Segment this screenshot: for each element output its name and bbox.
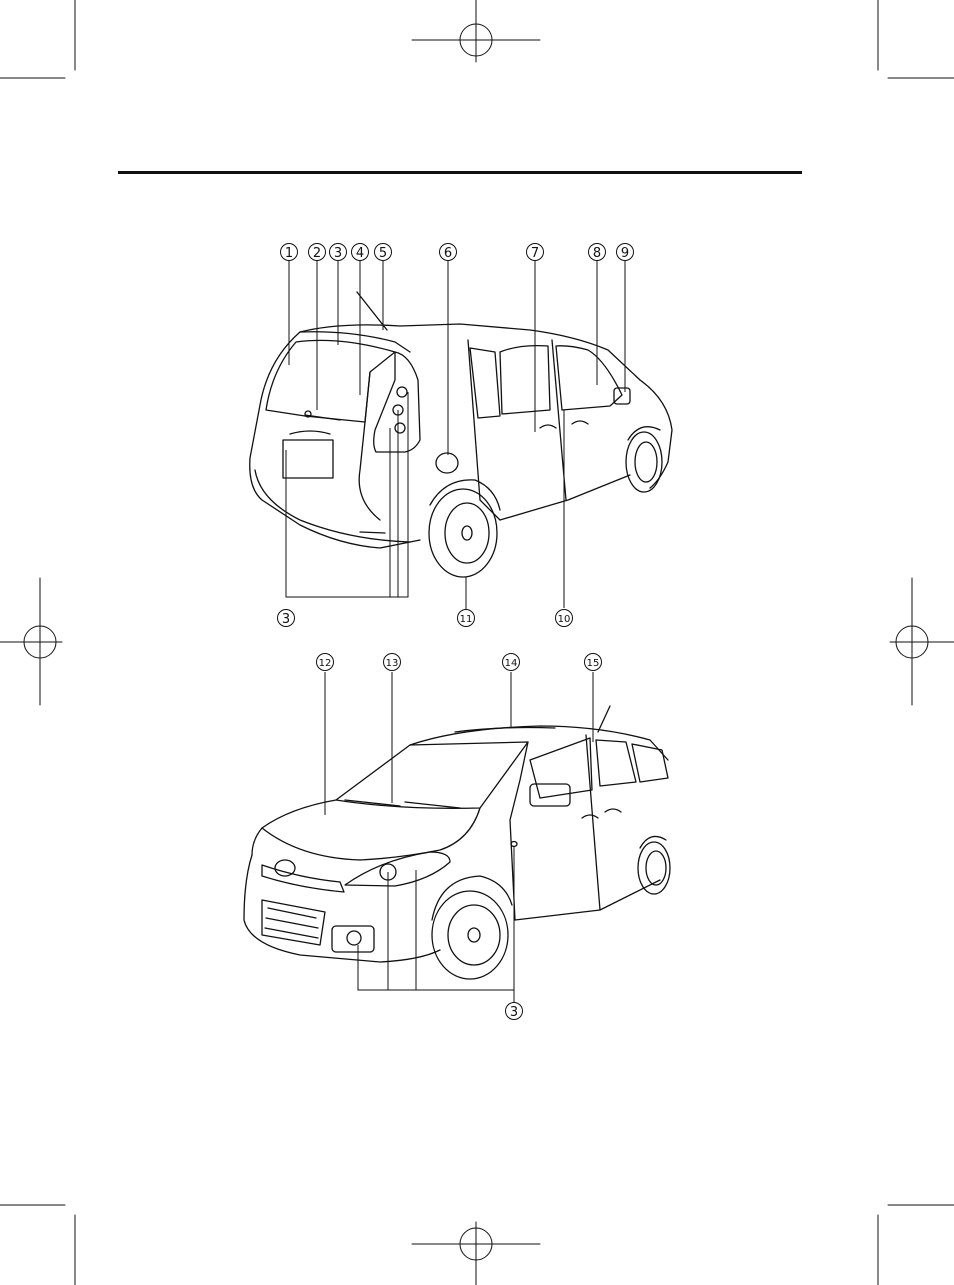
registration-mark-bottom: [412, 1222, 540, 1285]
front-vehicle-illustration: [244, 706, 670, 979]
svg-text:9: 9: [621, 246, 629, 261]
callouts-bottom: 12 13 14 15 3: [317, 654, 602, 1021]
callout-1: 1: [281, 244, 298, 262]
svg-text:8: 8: [593, 246, 601, 261]
registration-mark-right: [890, 578, 954, 705]
callout-3-front: 3: [506, 1003, 523, 1021]
callout-8: 8: [589, 244, 606, 262]
svg-text:7: 7: [531, 246, 539, 261]
svg-text:12: 12: [319, 658, 332, 669]
rear-vehicle-illustration: [250, 292, 672, 577]
header-rule: [118, 171, 802, 174]
svg-text:14: 14: [505, 658, 518, 669]
svg-text:3: 3: [282, 612, 290, 627]
callout-2: 2: [309, 244, 326, 262]
callout-6: 6: [440, 244, 457, 262]
callout-5: 5: [375, 244, 392, 262]
svg-text:1: 1: [285, 246, 293, 261]
callout-3: 3: [330, 244, 347, 262]
svg-text:2: 2: [313, 246, 321, 261]
svg-text:13: 13: [386, 658, 399, 669]
callout-15: 15: [585, 654, 602, 671]
svg-text:3: 3: [334, 246, 342, 261]
registration-mark-left: [0, 578, 62, 705]
callout-4: 4: [352, 244, 369, 262]
svg-text:11: 11: [460, 614, 473, 625]
callout-3-lower: 3: [278, 610, 295, 628]
svg-text:4: 4: [356, 246, 364, 261]
callouts-top: 1 2 3 4 5 6 7 8 9 3 11 10: [278, 244, 634, 628]
svg-text:10: 10: [558, 614, 571, 625]
svg-text:5: 5: [379, 246, 387, 261]
callout-11: 11: [458, 610, 475, 627]
svg-text:6: 6: [444, 246, 452, 261]
registration-mark-top: [412, 0, 540, 62]
svg-text:15: 15: [587, 658, 600, 669]
callout-7: 7: [527, 244, 544, 262]
callout-13: 13: [384, 654, 401, 671]
callout-9: 9: [617, 244, 634, 262]
svg-text:3: 3: [510, 1005, 518, 1020]
callout-14: 14: [503, 654, 520, 671]
callout-12: 12: [317, 654, 334, 671]
callout-10: 10: [556, 610, 573, 627]
